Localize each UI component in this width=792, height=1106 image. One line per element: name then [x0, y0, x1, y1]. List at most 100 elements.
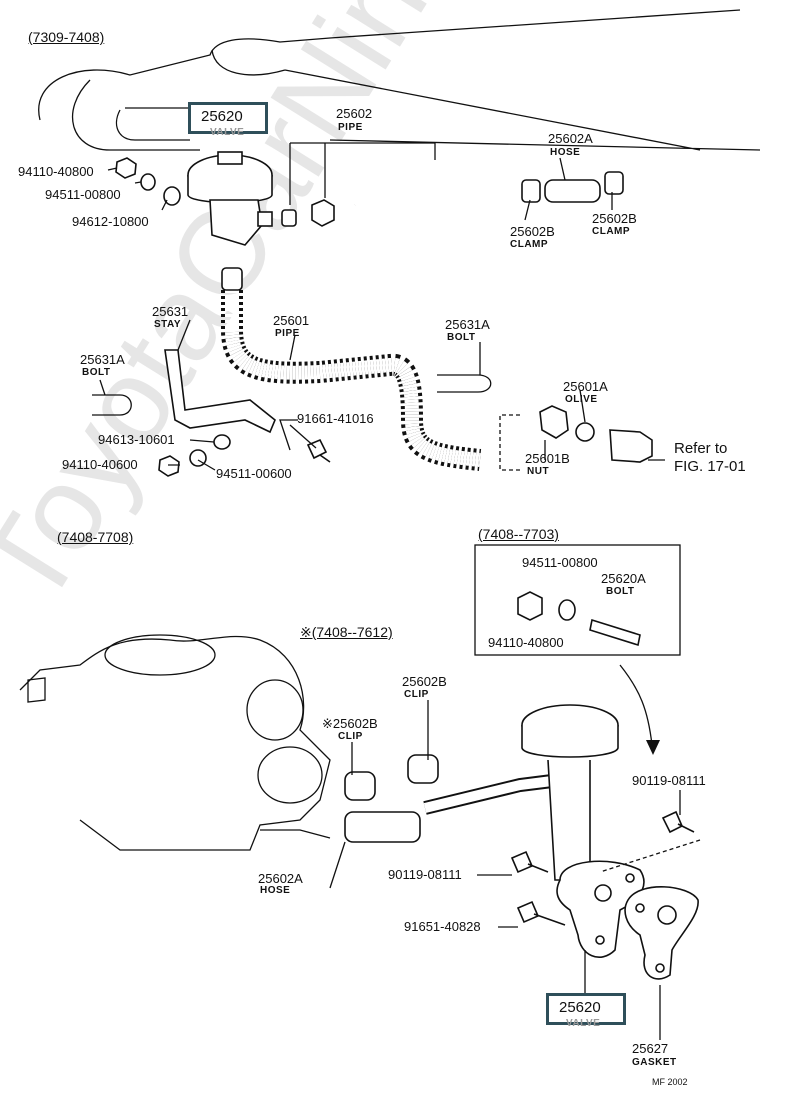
- part-label: 25602B: [510, 224, 555, 239]
- valve-cap: [217, 151, 243, 165]
- header-range-note: ※(7408--7612): [300, 624, 393, 640]
- bolt-90119-top-shape: [661, 810, 695, 834]
- header-range-bottom: (7408-7708): [57, 529, 134, 545]
- part-label: 94110-40800: [18, 164, 94, 179]
- sleeve-shape: [281, 209, 297, 227]
- part-label: 25620A: [601, 571, 646, 586]
- air-cleaner-neck: [211, 49, 286, 76]
- gasket-hole-1: [657, 905, 677, 925]
- inset-box: [474, 544, 681, 656]
- carburetor-nozzle: [27, 677, 46, 703]
- valve-flange-shape: [556, 860, 645, 958]
- nut-94110-40600-shape: [158, 455, 180, 477]
- hose-25602a-bottom-shape: [344, 811, 421, 843]
- carburetor-top: [104, 634, 216, 676]
- flange-hole-3: [595, 935, 605, 945]
- inset-bolt-shape: [589, 618, 641, 647]
- part-label: 94511-00800: [45, 187, 121, 202]
- part-label: 25601A: [563, 379, 608, 394]
- air-cleaner-body: [71, 79, 200, 151]
- inset-washer-shape: [558, 599, 576, 621]
- nut-94110-40800-shape: [115, 157, 137, 179]
- valve-number-bottom: 25620: [559, 999, 601, 1016]
- valve-number-top: 25620: [201, 108, 243, 125]
- part-label: 25601B: [525, 451, 570, 466]
- washer-94613-10601-shape: [213, 434, 231, 450]
- part-label: 90119-08111: [388, 867, 462, 882]
- leader-olive: [579, 389, 586, 423]
- clamp-25602b-left-shape: [521, 179, 541, 203]
- pipe-25602-leader: [289, 142, 436, 205]
- part-name: NUT: [527, 466, 550, 477]
- hose-25602a-shape: [544, 179, 601, 203]
- highlight-valve-bottom[interactable]: 25620: [546, 993, 626, 1025]
- part-name: HOSE: [550, 147, 581, 158]
- inset-nut-shape: [517, 591, 543, 621]
- part-name: CLAMP: [592, 226, 631, 237]
- stay-25631-shape: [164, 349, 276, 434]
- part-name: PIPE: [275, 328, 300, 339]
- dashed-bracket: [499, 414, 520, 471]
- flange-hole-2: [625, 873, 635, 883]
- bolt-91651-shape: [516, 900, 566, 926]
- valve-diaphragm-body: [187, 175, 273, 204]
- air-cleaner-outline: [38, 9, 741, 121]
- clip-left-shape: [344, 771, 376, 801]
- valve-lower-body: [209, 199, 263, 246]
- housing-edge: [284, 69, 761, 151]
- part-name: BOLT: [606, 586, 635, 597]
- refer-line-2[interactable]: FIG. 17-01: [674, 458, 746, 475]
- part-name: HOSE: [260, 885, 291, 896]
- flange-hole-1: [594, 884, 612, 902]
- u-bolt-left-shape: [92, 394, 132, 416]
- gasket-94612-10800-shape: [163, 186, 181, 206]
- pipe-nut-shape: [311, 199, 335, 227]
- part-label: 25631: [152, 304, 189, 319]
- leader-top-left: [107, 167, 168, 211]
- part-label: 94511-00800: [522, 555, 598, 570]
- part-label: 90119-08111: [632, 773, 706, 788]
- part-name: CLAMP: [510, 239, 549, 250]
- part-label: 25631A: [445, 317, 490, 332]
- part-label: 25627: [632, 1041, 669, 1056]
- inset-arrow: [619, 664, 653, 746]
- leader-hose-clamps: [524, 157, 613, 221]
- leader-stay: [177, 319, 191, 351]
- part-label: 94612-10800: [72, 214, 149, 229]
- part-name: BOLT: [82, 367, 111, 378]
- leader-bolt-left: [99, 379, 106, 396]
- footer-code: MF 2002: [652, 1077, 688, 1087]
- nut-25601b-shape: [539, 405, 569, 439]
- clamp-25602b-right-shape: [604, 171, 624, 195]
- clip-right-shape: [407, 754, 439, 784]
- inset-arrowhead: [646, 740, 660, 755]
- part-label: 25602B: [592, 211, 637, 226]
- valve-bottom-body: [521, 725, 619, 758]
- part-label: 91651-40828: [404, 919, 481, 934]
- carburetor-chamber-2: [257, 746, 323, 804]
- part-name: OLIVE: [565, 394, 598, 405]
- leader-small-parts: [168, 439, 216, 471]
- part-name: CLIP: [338, 731, 363, 742]
- valve-name-top: VALVE: [210, 127, 245, 138]
- part-label: 25601: [273, 313, 310, 328]
- carburetor-outlet: [260, 829, 331, 839]
- carburetor-chamber-1: [246, 679, 304, 741]
- part-label: 25631A: [80, 352, 125, 367]
- part-label: 25602A: [548, 131, 593, 146]
- header-range-inset: (7408--7703): [478, 526, 559, 542]
- fitting-shape: [609, 429, 653, 463]
- part-name: STAY: [154, 319, 182, 330]
- washer-94511-00800-shape: [140, 173, 156, 191]
- part-name: CLIP: [404, 689, 429, 700]
- part-label: 91661-41016: [297, 411, 374, 426]
- valve-name-bottom: VALVE: [566, 1018, 601, 1029]
- valve-port: [257, 211, 273, 227]
- header-range-top: (7309-7408): [28, 29, 105, 45]
- part-name: BOLT: [447, 332, 476, 343]
- part-label: 94110-40800: [488, 635, 564, 650]
- highlight-valve-top[interactable]: 25620: [188, 102, 268, 134]
- part-label: 25602: [336, 106, 373, 121]
- gasket-hole-2: [635, 903, 645, 913]
